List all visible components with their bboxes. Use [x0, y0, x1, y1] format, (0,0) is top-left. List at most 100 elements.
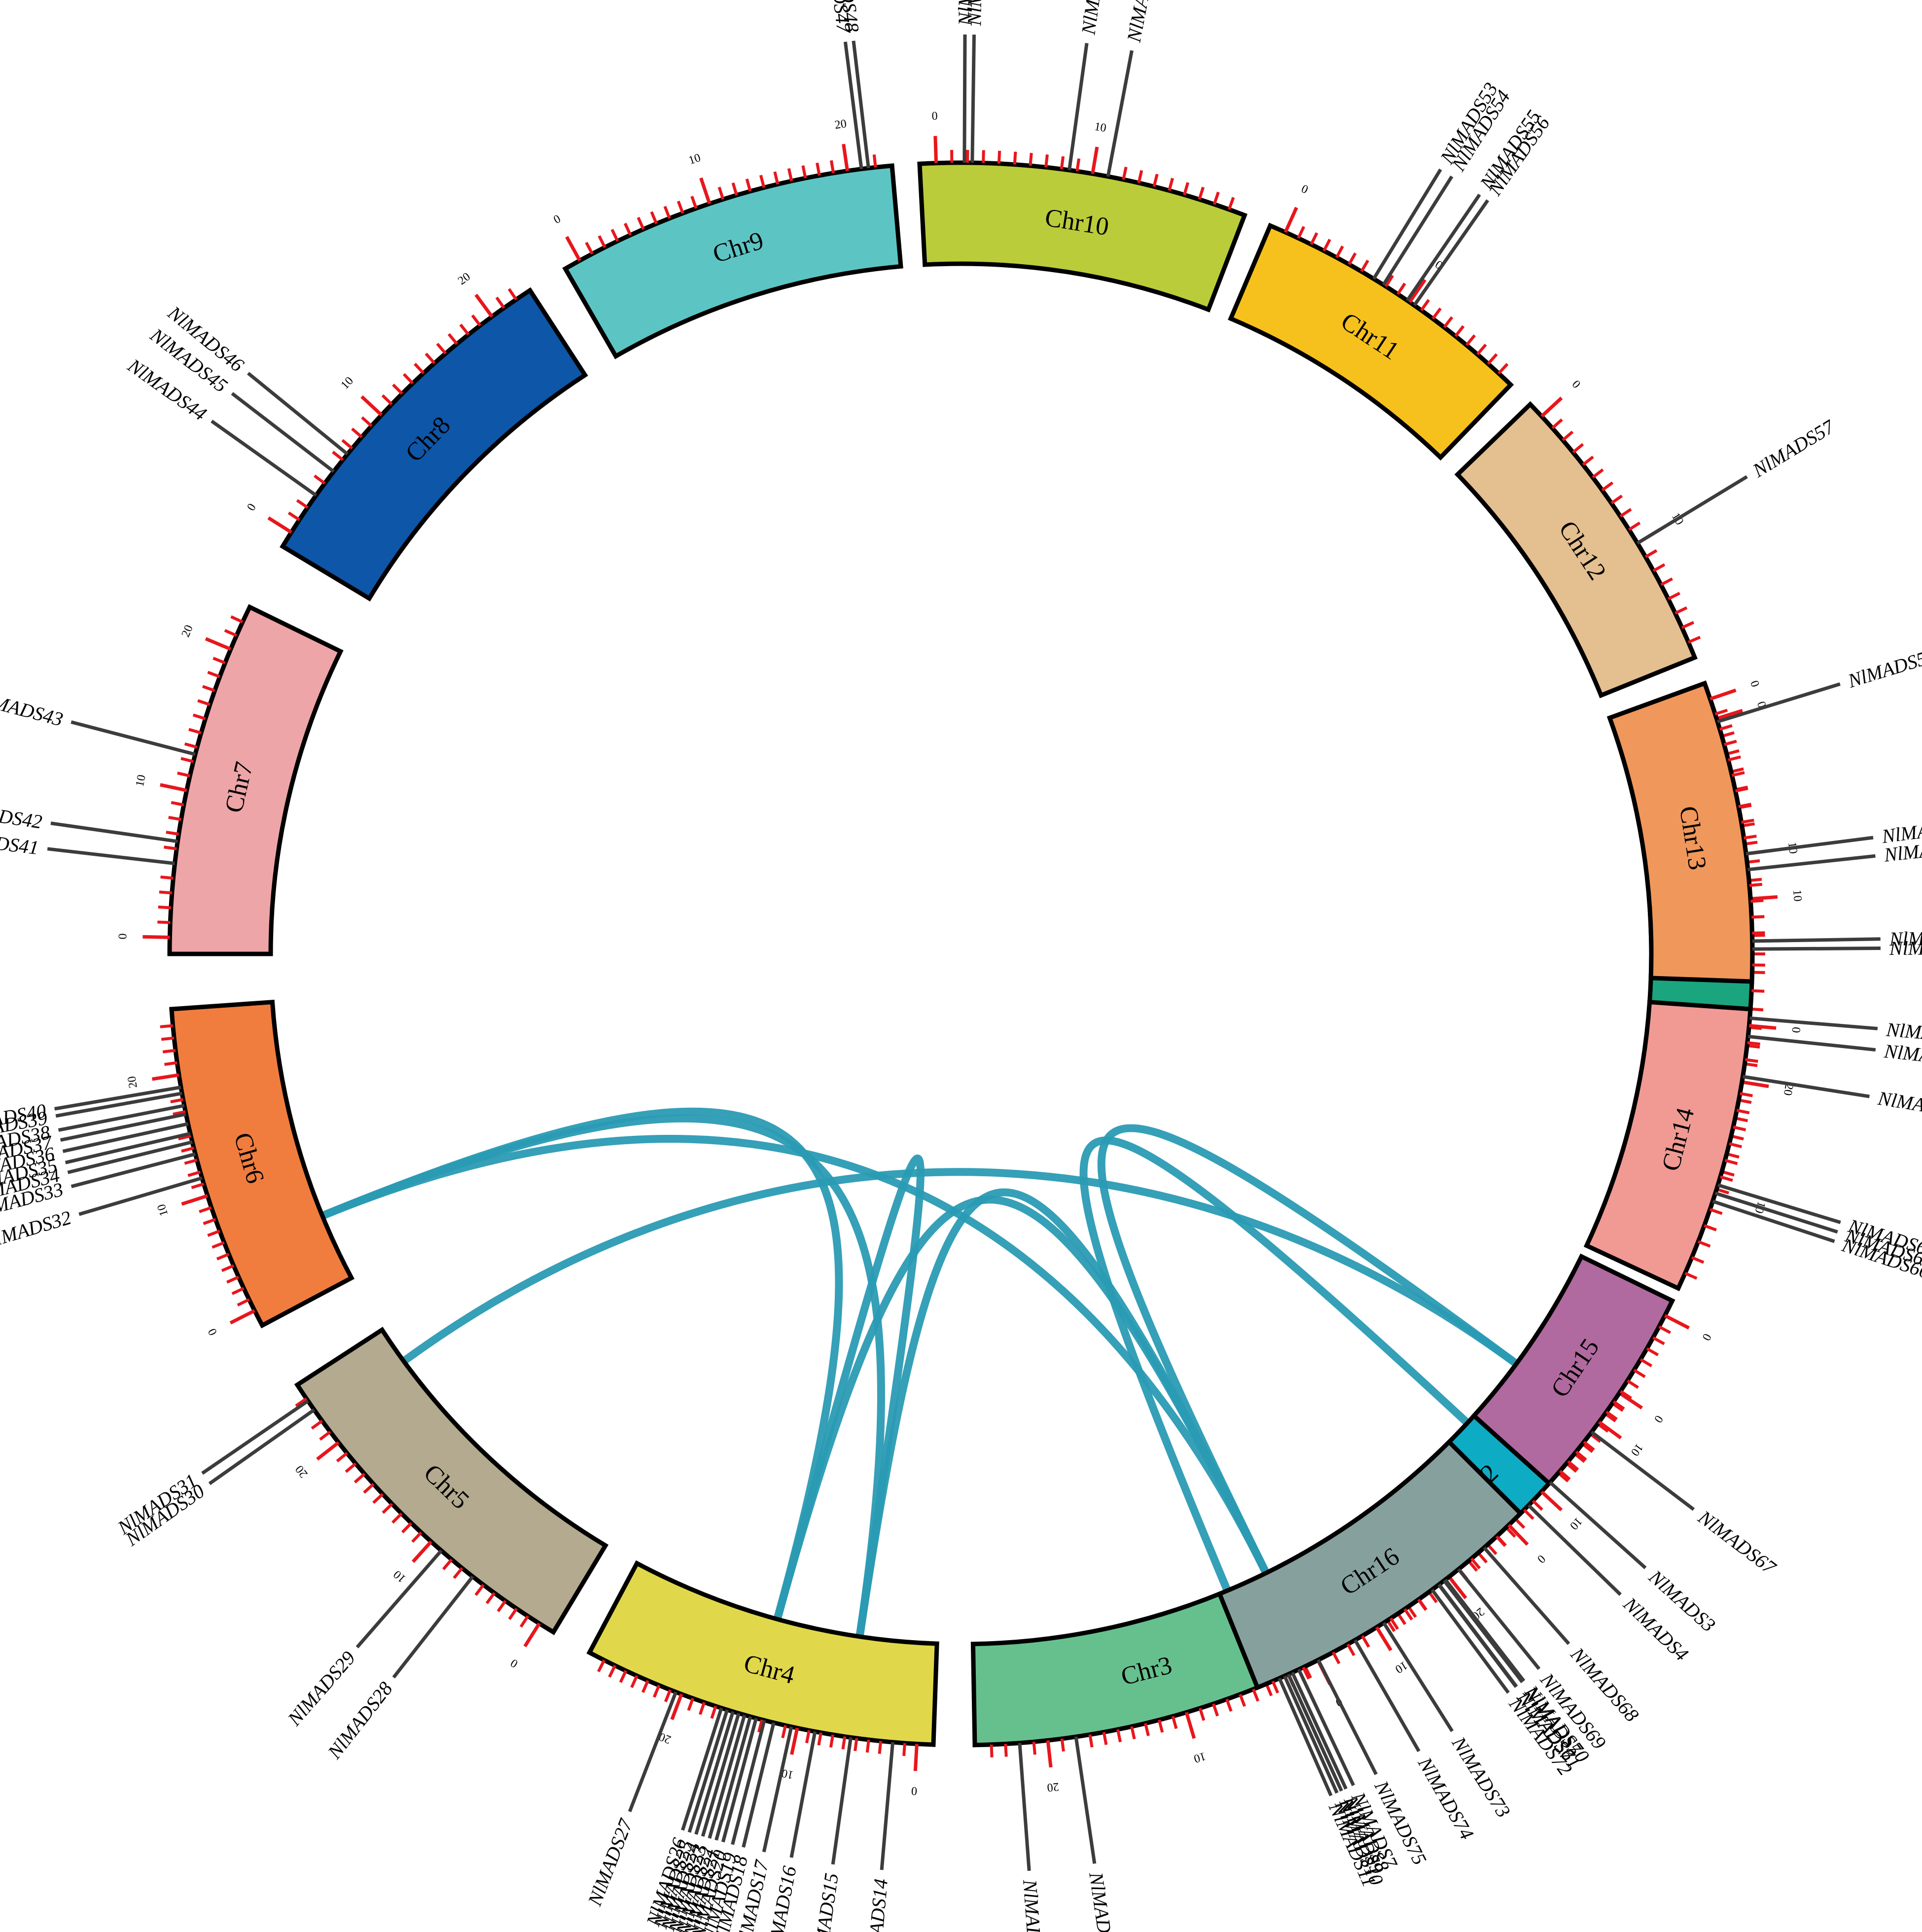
minor-tick — [1744, 835, 1757, 840]
gene-marker-line — [1018, 1743, 1031, 1871]
minor-tick — [1227, 197, 1235, 210]
gene-label: NlMADS15 — [808, 1872, 843, 1932]
chromosome-band[interactable] — [1583, 999, 1753, 1292]
gene-marker-line — [1717, 682, 1841, 724]
gene-nlmads12[interactable]: NlMADS12 — [1074, 1736, 1120, 1932]
tick-label: 10 — [134, 773, 148, 788]
chromosome-band[interactable] — [1606, 680, 1755, 984]
gene-nlmads49[interactable]: NlMADS49 — [954, 0, 977, 163]
minor-tick — [1626, 1379, 1639, 1389]
chromosome-band[interactable] — [1454, 401, 1698, 699]
chromosome-band[interactable] — [169, 999, 355, 1329]
gene-marker-line — [1430, 1588, 1510, 1694]
chromosome-band[interactable] — [280, 287, 588, 602]
gene-marker-line — [708, 1714, 747, 1839]
gene-nlmads62[interactable]: NlMADS62 — [1752, 937, 1922, 959]
gene-nlmads61[interactable]: NlMADS61 — [1752, 926, 1922, 950]
gene-nlmads67[interactable]: NlMADS67 — [1590, 1430, 1781, 1580]
minor-tick — [816, 162, 821, 176]
minor-tick — [676, 201, 684, 214]
gene-nlmads31[interactable]: NlMADS31 — [113, 1399, 309, 1539]
gene-nlmads43[interactable]: NlMADS43 — [0, 686, 196, 756]
minor-tick — [1144, 1723, 1150, 1736]
minor-tick — [1302, 1666, 1311, 1680]
minor-tick — [1633, 1369, 1646, 1378]
chromosome-band[interactable] — [294, 1327, 609, 1635]
minor-tick — [1644, 549, 1658, 559]
gene-nlmads30[interactable]: NlMADS30 — [121, 1408, 316, 1550]
gene-nlmads57[interactable]: NlMADS57 — [1637, 415, 1839, 545]
minor-tick — [171, 801, 184, 807]
minor-tick — [1182, 182, 1190, 196]
gene-nlmads63[interactable]: NlMADS63 — [1743, 1075, 1922, 1123]
minor-tick — [1225, 1698, 1233, 1712]
chromosome-band[interactable] — [1471, 1253, 1675, 1487]
minor-tick — [652, 1685, 661, 1698]
gene-nlmads52[interactable]: NlMADS52 — [1106, 0, 1161, 177]
major-tick — [913, 1744, 919, 1771]
minor-tick — [296, 499, 309, 509]
minor-tick — [781, 1725, 787, 1739]
minor-tick — [1704, 1224, 1717, 1231]
chromosome-band[interactable] — [1228, 222, 1514, 461]
chromosome-band[interactable] — [917, 160, 1247, 313]
minor-tick — [1559, 1470, 1571, 1480]
chromosome-chr13[interactable]: 010Chr13 — [1606, 679, 1800, 984]
gene-marker-line — [880, 1742, 895, 1870]
gene-marker-line — [852, 40, 870, 169]
gene-nlmads46[interactable]: NlMADS46 — [163, 301, 349, 456]
gene-nlmads2[interactable]: NlMADS2 — [1747, 1034, 1922, 1070]
minor-tick — [287, 511, 300, 521]
chromosome-band[interactable] — [586, 1560, 939, 1747]
gene-nlmads13[interactable]: NlMADS13 — [1018, 1743, 1048, 1932]
gene-label: NlMADS51 — [1077, 0, 1111, 36]
gene-marker-line — [701, 1713, 741, 1837]
major-tick — [152, 1073, 179, 1081]
gene-marker-line — [67, 1140, 193, 1174]
minor-tick — [1610, 494, 1623, 505]
gene-marker-line — [1278, 1677, 1333, 1796]
minor-tick — [166, 831, 179, 836]
minor-tick — [508, 1608, 518, 1620]
gene-marker-line — [71, 720, 196, 756]
minor-tick — [641, 1680, 649, 1693]
minor-tick — [1660, 577, 1673, 586]
minor-tick — [345, 1462, 357, 1473]
gene-marker-line — [1590, 1430, 1695, 1511]
minor-tick — [381, 394, 393, 406]
minor-tick — [1088, 1734, 1094, 1748]
gene-nlmads14[interactable]: NlMADS14 — [862, 1742, 895, 1932]
minor-tick — [402, 373, 414, 385]
minor-tick — [619, 1670, 628, 1683]
minor-tick — [1749, 882, 1763, 887]
gene-nlmads41[interactable]: NlMADS41 — [0, 826, 175, 866]
chromosome-band[interactable] — [1216, 1439, 1524, 1690]
gene-marker-line — [78, 1176, 203, 1216]
chromosome-band[interactable] — [167, 604, 344, 956]
tick-label: 10 — [391, 1568, 408, 1585]
synteny-link — [318, 1107, 843, 1623]
gene-marker-line — [1743, 1075, 1870, 1098]
chromosome-chr14[interactable]: 010Chr14 — [1583, 999, 1803, 1292]
gene-nlmads50[interactable]: NlMADS50 — [963, 0, 987, 163]
chromosome-band[interactable] — [562, 163, 903, 359]
gene-nlmads51[interactable]: NlMADS51 — [1068, 0, 1112, 171]
chromosome-chr12[interactable]: 010Chr12 — [1454, 378, 1701, 699]
minor-tick — [319, 1430, 331, 1441]
gene-marker-line — [1382, 176, 1454, 286]
gene-nlmads15[interactable]: NlMADS15 — [808, 1737, 853, 1932]
major-tick — [842, 143, 850, 172]
minor-tick — [623, 222, 632, 236]
minor-tick — [392, 384, 403, 395]
minor-tick — [177, 772, 190, 777]
gene-nlmads11[interactable]: NlMADS11 — [1278, 1677, 1381, 1890]
